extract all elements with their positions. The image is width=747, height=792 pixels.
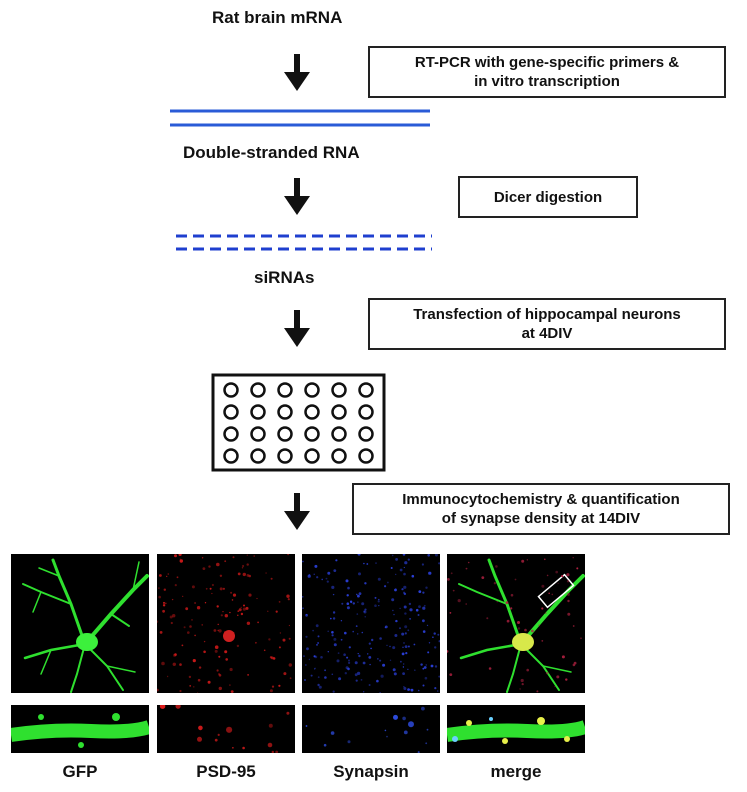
- icc-step-box: Immunocytochemistry & quantification of …: [352, 483, 730, 535]
- transfection-line1: Transfection of hippocampal neurons: [413, 306, 681, 323]
- plate-well: [223, 382, 239, 398]
- dicer-step-box: Dicer digestion: [458, 176, 638, 218]
- transfection-step-box: Transfection of hippocampal neurons at 4…: [368, 298, 726, 350]
- dsrna-label: Double-stranded RNA: [183, 143, 360, 162]
- plate-well: [250, 404, 266, 420]
- synapsin-caption: Synapsin: [333, 762, 409, 781]
- plate-well: [358, 382, 374, 398]
- dicer-label: Dicer digestion: [493, 188, 603, 206]
- plate-well: [331, 448, 347, 464]
- plate-well: [277, 382, 293, 398]
- psd95-caption: PSD-95: [196, 762, 256, 781]
- plate-well: [304, 426, 320, 442]
- plate-well: [304, 448, 320, 464]
- plate-well: [358, 404, 374, 420]
- icc-line1: Immunocytochemistry & quantification: [402, 491, 680, 508]
- plate-wells: [223, 382, 374, 464]
- plate-well: [304, 382, 320, 398]
- plate-well: [223, 404, 239, 420]
- rtpcr-line2: in vitro transcription: [474, 73, 620, 90]
- zoom-region-box: [537, 573, 575, 609]
- rtpcr-line1: RT-PCR with gene-specific primers &: [414, 54, 680, 71]
- plate-well: [250, 426, 266, 442]
- plate-well: [277, 448, 293, 464]
- merge-zoom-strip: [447, 705, 585, 753]
- down-arrow-2: [282, 178, 312, 216]
- plate-well: [358, 448, 374, 464]
- plate-well: [358, 426, 374, 442]
- psd95-panel: [157, 554, 295, 693]
- plate-well: [331, 404, 347, 420]
- gfp-zoom-strip: [11, 705, 149, 753]
- source-label: Rat brain mRNA: [212, 8, 343, 27]
- synapsin-zoom-strip: [302, 705, 440, 753]
- down-arrow-3: [282, 310, 312, 348]
- sirnas-label: siRNAs: [254, 268, 315, 287]
- down-arrow-4: [282, 493, 312, 531]
- psd95-zoom-strip: [157, 705, 295, 753]
- culture-plate: [211, 373, 386, 472]
- plate-well: [250, 382, 266, 398]
- plate-well: [223, 426, 239, 442]
- icc-line2: of synapse density at 14DIV: [441, 510, 641, 527]
- plate-well: [223, 448, 239, 464]
- plate-well: [277, 426, 293, 442]
- plate-well: [250, 448, 266, 464]
- plate-well: [331, 382, 347, 398]
- down-arrow-1: [282, 54, 312, 92]
- merge-caption: merge: [490, 762, 542, 781]
- plate-well: [277, 404, 293, 420]
- synapsin-panel: [302, 554, 440, 693]
- plate-well: [331, 426, 347, 442]
- transfection-line2: at 4DIV: [521, 325, 573, 342]
- rtpcr-step-box: RT-PCR with gene-specific primers & in v…: [368, 46, 726, 98]
- gfp-panel: [11, 554, 149, 693]
- gfp-caption: GFP: [62, 762, 98, 781]
- plate-well: [304, 404, 320, 420]
- merge-panel: [447, 554, 585, 693]
